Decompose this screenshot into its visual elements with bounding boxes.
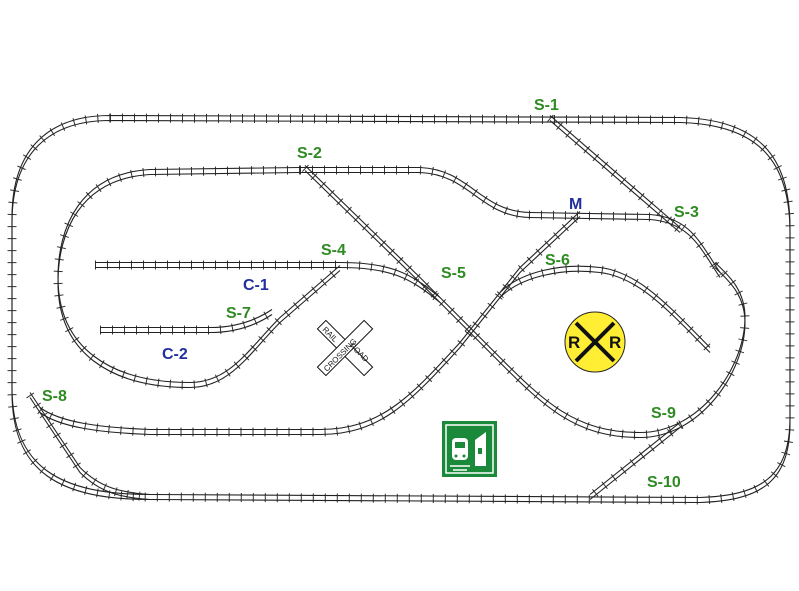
track-rail (549, 120, 681, 233)
track-rail (29, 392, 151, 496)
track-rail (57, 171, 341, 389)
track-rail (39, 211, 581, 431)
track-rail (95, 266, 441, 303)
switch-label-s10: S-10 (647, 474, 681, 491)
track-ties (53, 165, 343, 390)
track-rail (499, 265, 711, 348)
track-rail (39, 216, 581, 436)
track-s8-connector (26, 392, 151, 502)
track-rail (499, 270, 711, 353)
track-rail (57, 166, 341, 384)
track-ties (587, 421, 683, 501)
rr-sign-left-letter: R (568, 333, 580, 352)
track-inner-loop-upper (300, 165, 724, 278)
track-rail (29, 397, 151, 501)
track-s9-s10-connector (587, 421, 683, 501)
train-station-icon (442, 421, 497, 477)
track-rail (300, 166, 721, 273)
switch-label-s5: S-5 (441, 265, 466, 282)
siding-label-c1: C-1 (243, 277, 269, 294)
switch-label-s8: S-8 (42, 388, 67, 405)
switch-label-s7: S-7 (226, 305, 251, 322)
track-rail (304, 165, 746, 434)
track-rail (304, 170, 746, 439)
switch-label-s1: S-1 (534, 97, 559, 114)
track-s6-branch (496, 264, 714, 354)
switch-label-s9: S-9 (651, 405, 676, 422)
track-siding-c2 (100, 308, 275, 335)
switch-label-s4: S-4 (321, 242, 346, 259)
track-rail (300, 171, 721, 278)
track-ties (7, 113, 795, 505)
track-outer-loop (7, 113, 795, 505)
track-inner-loop-left (53, 165, 343, 390)
siding-label-c2: C-2 (162, 346, 188, 363)
railroad-crossing-sign: R R (564, 311, 626, 373)
label-m: M (569, 196, 582, 213)
track-rail (100, 309, 273, 329)
track-ties (100, 308, 275, 335)
track-figure-eight-a (37, 210, 584, 437)
switch-label-s3: S-3 (674, 204, 699, 221)
track-rail (549, 115, 681, 228)
switch-label-s2: S-2 (297, 145, 322, 162)
track-s1-diagonal (547, 114, 683, 234)
track-figure-eight-b (301, 164, 750, 440)
rr-sign-right-letter: R (609, 333, 621, 352)
track-rail (589, 427, 681, 500)
track-ties (300, 165, 724, 278)
track-rail (100, 314, 273, 334)
track-ties (37, 210, 584, 437)
track-rail (589, 422, 681, 495)
switch-label-s6: S-6 (545, 252, 570, 269)
track-siding-c1 (95, 260, 443, 304)
track-group (7, 113, 795, 505)
crossbuck-sign: RAIL ROAD CROSSING (316, 319, 374, 377)
track-rail (95, 261, 441, 298)
